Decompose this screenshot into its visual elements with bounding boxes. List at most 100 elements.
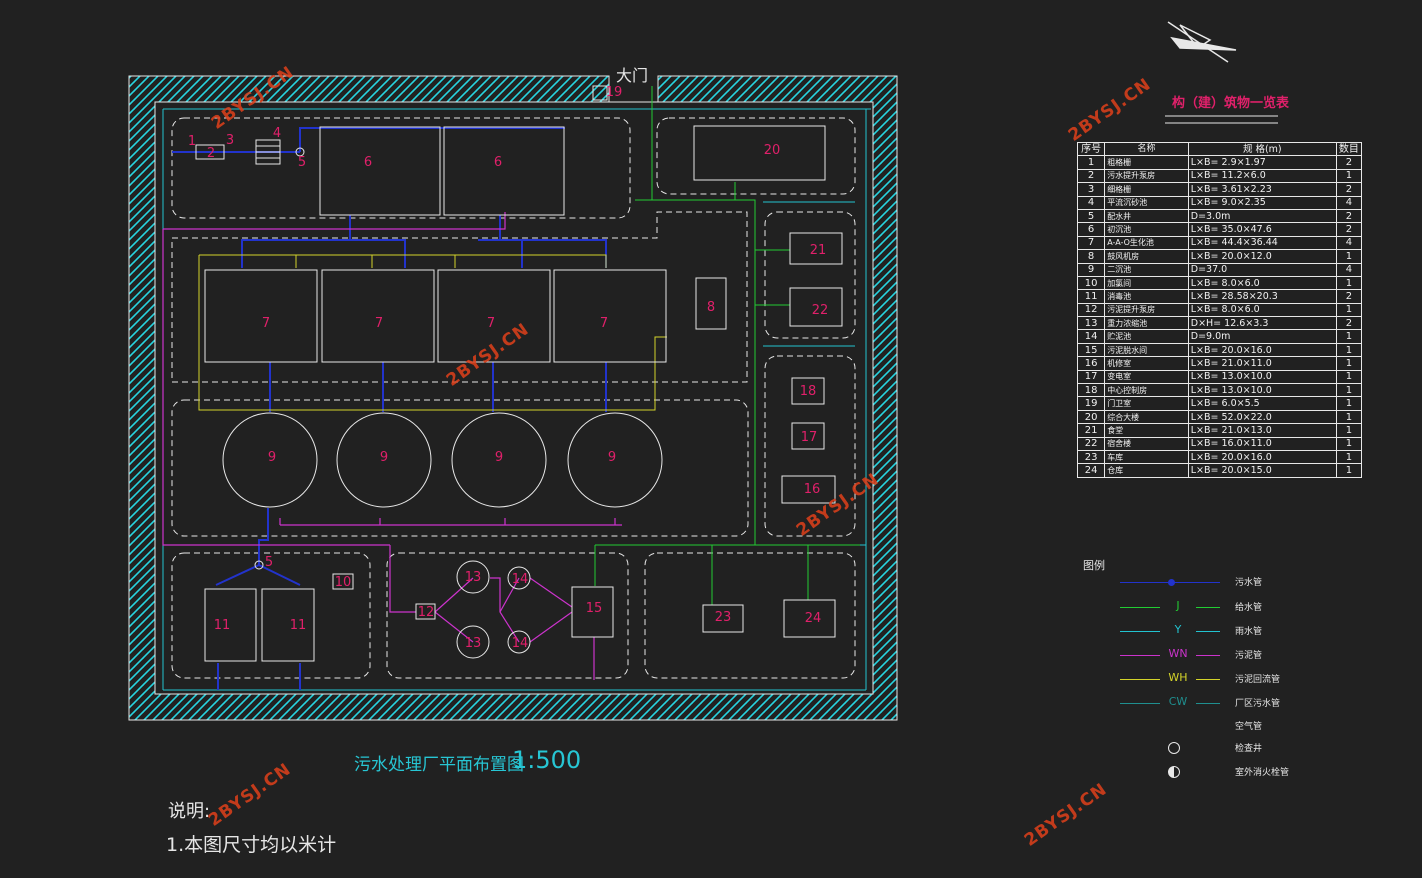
legend-item: 室外消火栓管 <box>1120 765 1360 781</box>
table-cell: 2 <box>1335 182 1363 197</box>
table-cell: L×B= 3.61×2.23 <box>1187 182 1337 197</box>
svg-text:11: 11 <box>290 618 307 633</box>
structure-5 <box>295 147 305 157</box>
legend-item: J 给水管 <box>1120 599 1360 616</box>
legend-code: WH <box>1160 671 1196 684</box>
svg-text:21: 21 <box>810 243 827 258</box>
table-cell: L×B= 8.0×6.0 <box>1187 275 1337 291</box>
table-cell: L×B= 21.0×13.0 <box>1187 423 1337 438</box>
table-cell: D=9.0m <box>1187 329 1337 344</box>
svg-text:14: 14 <box>512 636 529 651</box>
table-cell: 1 <box>1335 249 1363 264</box>
table-header-row: 序号 名称 规 格(m) 数目 <box>1076 141 1363 157</box>
table-cell: 12 <box>1076 302 1106 318</box>
table-cell: L×B= 20.0×16.0 <box>1187 449 1337 465</box>
table-cell: 20 <box>1076 409 1106 425</box>
legend-text: 给水管 <box>1235 603 1263 613</box>
table-cell: 9 <box>1076 262 1106 277</box>
table-cell: 7 <box>1076 235 1106 251</box>
structure-13a <box>456 560 490 594</box>
table-cell: 5 <box>1076 208 1106 224</box>
svg-text:5: 5 <box>298 155 306 170</box>
svg-text:9: 9 <box>608 450 616 465</box>
table-cell: 10 <box>1076 275 1106 291</box>
structure-20 <box>693 125 826 181</box>
table-cell: 4 <box>1335 195 1363 210</box>
svg-text:9: 9 <box>268 450 276 465</box>
structure-14b <box>507 630 531 654</box>
svg-text:2: 2 <box>207 146 215 161</box>
structure-9d <box>567 412 663 508</box>
table-cell: L×B= 13.0×10.0 <box>1187 383 1337 398</box>
svg-text:24: 24 <box>805 611 822 626</box>
table-header-cell: 规 格(m) <box>1187 141 1337 157</box>
structure-5b <box>254 560 264 570</box>
structure-24 <box>783 599 836 638</box>
svg-text:3: 3 <box>226 133 234 148</box>
table-cell: 1 <box>1335 409 1363 425</box>
drawing-title: 污水处理厂平面布置图 <box>354 755 524 775</box>
svg-text:4: 4 <box>273 126 281 141</box>
table-cell: L×B= 35.0×47.6 <box>1187 222 1337 237</box>
table-title-underline <box>1165 115 1278 124</box>
table-header-cell: 序号 <box>1076 141 1106 157</box>
structure-17 <box>791 422 825 450</box>
svg-text:5: 5 <box>265 555 273 570</box>
legend-heading: 图例 <box>1083 559 1105 572</box>
table-cell: 1 <box>1335 329 1363 344</box>
table-cell: 1 <box>1335 449 1363 465</box>
table-cell: 配水井 <box>1104 208 1189 224</box>
legend-text: 检查井 <box>1235 744 1263 754</box>
structure-9c <box>451 412 547 508</box>
table-cell: L×B= 9.0×2.35 <box>1187 195 1337 210</box>
drawing-scale: 1:500 <box>512 746 582 774</box>
table-cell: 机修室 <box>1104 356 1189 371</box>
svg-text:13: 13 <box>465 570 482 585</box>
table-cell: L×B= 20.0×12.0 <box>1187 249 1337 264</box>
legend-code: J <box>1160 599 1196 612</box>
table-cell: 粗格栅 <box>1104 155 1189 170</box>
table-cell: 19 <box>1076 396 1106 411</box>
svg-text:6: 6 <box>364 155 372 170</box>
structure-6b <box>443 126 565 216</box>
north-arrow-icon <box>1167 21 1237 63</box>
structure-9b <box>336 412 432 508</box>
table-cell: L×B= 44.4×36.44 <box>1187 235 1337 251</box>
table-cell: 加氯间 <box>1104 275 1189 291</box>
legend-text: 污泥回流管 <box>1235 675 1281 685</box>
table-cell: L×B= 20.0×16.0 <box>1187 342 1337 358</box>
svg-text:10: 10 <box>335 575 352 590</box>
legend-item: 污水管 <box>1120 575 1360 591</box>
table-cell: 中心控制房 <box>1104 383 1189 398</box>
legend-item: 检查井 <box>1120 741 1360 757</box>
svg-text:16: 16 <box>804 482 821 497</box>
table-cell: 初沉池 <box>1104 222 1189 237</box>
table-cell: 污泥脱水间 <box>1104 342 1189 358</box>
structure-6a <box>319 126 441 216</box>
svg-text:7: 7 <box>487 316 495 331</box>
notes-heading: 说明: <box>168 801 211 822</box>
svg-text:7: 7 <box>375 316 383 331</box>
zone-outlines <box>171 117 856 679</box>
table-cell: 15 <box>1076 342 1106 358</box>
table-cell: 4 <box>1335 262 1363 277</box>
table-cell: 6 <box>1076 222 1106 237</box>
legend-text: 雨水管 <box>1235 627 1263 637</box>
table-cell: 车库 <box>1104 449 1189 465</box>
structure-23 <box>702 604 744 633</box>
table-header-cell: 名称 <box>1104 141 1189 157</box>
table-cell: 二沉池 <box>1104 262 1189 277</box>
table-cell: 14 <box>1076 329 1106 344</box>
structure-21 <box>789 232 843 265</box>
